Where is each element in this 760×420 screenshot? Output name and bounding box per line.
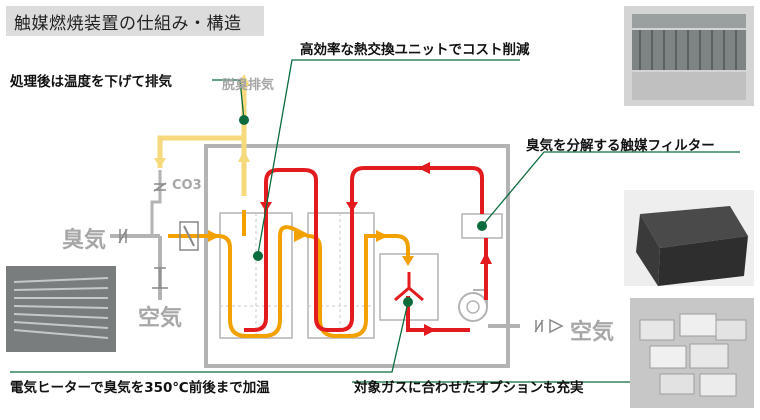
- arrow-bypass: [154, 158, 166, 168]
- housing-outer: [204, 144, 510, 368]
- photo-catalyst-pellets: [630, 298, 754, 408]
- callout-dots: [239, 115, 487, 307]
- arrow-exhaust-2: [238, 150, 250, 162]
- heater-icon: [394, 272, 424, 302]
- callout-catalyst-filter: 臭気を分解する触媒フィルター: [526, 138, 715, 154]
- callout-options: 対象ガスに合わせたオプションも充実: [354, 380, 584, 396]
- photo-heater-plates: [6, 266, 116, 352]
- label-deodorized-exhaust: 脱臭排気: [222, 78, 275, 93]
- page-title-text: 触媒燃焼装置の仕組み・構造: [14, 13, 242, 34]
- arrow-warm-1: [208, 230, 220, 242]
- arrow-warm-2: [294, 230, 306, 242]
- photo-heat-exchanger: [624, 6, 754, 106]
- valve-icon: [118, 182, 564, 334]
- label-co3: CO3: [172, 178, 202, 193]
- arrow-hot-3: [424, 324, 436, 336]
- arrow-warm-4: [402, 256, 414, 266]
- flow-hot: [244, 166, 488, 332]
- arrow-exhaust: [238, 74, 250, 86]
- fan-icon: [458, 289, 488, 322]
- flow-exhaust: [157, 78, 247, 196]
- arrow-warm-3: [376, 230, 388, 242]
- flow-warm: [168, 225, 410, 338]
- page-title: 触媒燃焼装置の仕組み・構造: [6, 6, 264, 36]
- label-air-left: 空気: [138, 306, 183, 331]
- label-odor: 臭気: [62, 228, 107, 253]
- photo-catalyst-block: [624, 190, 754, 286]
- callout-lines: [10, 59, 740, 383]
- housing-inner: [211, 151, 503, 361]
- arrow-hot-2: [480, 252, 492, 264]
- callout-cooling: 処理後は温度を下げて排気: [10, 74, 172, 90]
- arrow-hot-1: [418, 162, 430, 174]
- callout-heat-exchanger: 高効率な熱交換ユニットでコスト削減: [300, 42, 530, 58]
- arrow-hot-4: [346, 202, 358, 212]
- pipe-bypass: [150, 170, 162, 236]
- label-air-right: 空気: [570, 320, 615, 345]
- callout-heater: 電気ヒーターで臭気を350℃前後まで加温: [10, 380, 270, 396]
